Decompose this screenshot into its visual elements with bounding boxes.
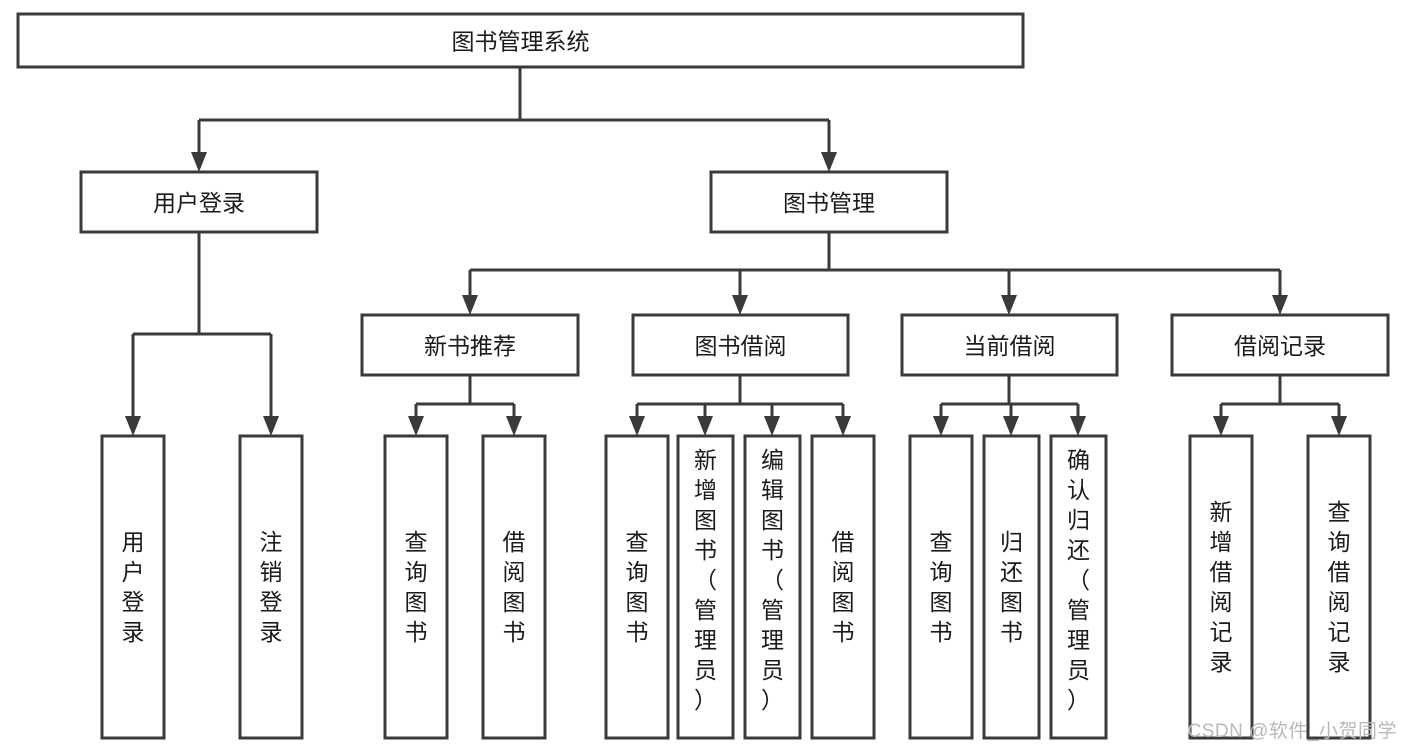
node-label: 查询图书 (626, 529, 649, 645)
node-leaf-add-book-admin[interactable]: 新增图书（管理员） (676, 434, 735, 740)
arrow-head-icon (408, 416, 424, 436)
node-leaf-query-borrow-record[interactable]: 查询借阅记录 (1306, 434, 1372, 740)
connector-current_to_leaves (933, 375, 1086, 436)
node-leaf-borrow-book-rec[interactable]: 借阅图书 (481, 434, 547, 740)
node-label: 用户登录 (153, 190, 245, 216)
node-box (383, 434, 449, 740)
node-leaf-borrow-book[interactable]: 借阅图书 (810, 434, 876, 740)
node-box (238, 434, 304, 740)
node-box (604, 434, 670, 740)
node-new-book-recommend[interactable]: 新书推荐 (360, 313, 580, 377)
node-label: 图书管理 (783, 190, 875, 216)
node-box (1049, 434, 1108, 740)
arrow-head-icon (1070, 416, 1086, 436)
arrow-head-icon (263, 416, 279, 436)
arrow-head-icon (732, 295, 748, 315)
node-box (1170, 313, 1390, 377)
connector-borrow_to_leaves (629, 375, 851, 436)
connector-user_login_to_leaves (125, 232, 279, 436)
node-label: 新增图书（管理员） (694, 447, 717, 713)
node-box (79, 170, 319, 234)
node-leaf-query-book-current[interactable]: 查询图书 (908, 434, 974, 740)
node-label: 新书推荐 (424, 333, 516, 359)
arrow-head-icon (462, 295, 478, 315)
node-label: 借阅图书 (832, 529, 855, 645)
node-label: 用户登录 (122, 529, 145, 645)
arrow-head-icon (1213, 416, 1229, 436)
node-leaf-add-borrow-record[interactable]: 新增借阅记录 (1188, 434, 1254, 740)
node-leaf-user-logout[interactable]: 注销登录 (238, 434, 304, 740)
node-box (900, 313, 1119, 377)
node-box (908, 434, 974, 740)
node-box (1306, 434, 1372, 740)
node-label: 归还图书 (1000, 529, 1023, 645)
node-label: 借阅记录 (1234, 333, 1326, 359)
node-box (481, 434, 547, 740)
node-leaf-query-book-borrow[interactable]: 查询图书 (604, 434, 670, 740)
node-label: 图书借阅 (695, 333, 787, 359)
arrow-head-icon (125, 416, 141, 436)
node-root[interactable]: 图书管理系统 (16, 12, 1025, 69)
node-box (743, 434, 802, 740)
arrow-head-icon (1272, 295, 1288, 315)
node-box (810, 434, 876, 740)
node-box (360, 313, 580, 377)
arrow-head-icon (629, 416, 645, 436)
node-label: 新增借阅记录 (1210, 499, 1233, 675)
arrow-head-icon (191, 152, 207, 172)
arrow-head-icon (506, 416, 522, 436)
arrow-head-icon (1001, 295, 1017, 315)
arrow-head-icon (1331, 416, 1347, 436)
node-leaf-edit-book-admin[interactable]: 编辑图书（管理员） (743, 434, 802, 740)
node-box (982, 434, 1041, 740)
node-user-login[interactable]: 用户登录 (79, 170, 319, 234)
node-label: 查询图书 (405, 529, 428, 645)
connector-record_to_leaves (1213, 375, 1347, 436)
connector-rec_to_leaves (408, 375, 522, 436)
node-label: 查询图书 (930, 529, 953, 645)
node-label: 图书管理系统 (452, 29, 590, 55)
node-label: 注销登录 (260, 529, 283, 645)
node-leaf-user-login[interactable]: 用户登录 (100, 434, 166, 740)
node-box (100, 434, 166, 740)
node-borrow-record[interactable]: 借阅记录 (1170, 313, 1390, 377)
node-label: 编辑图书（管理员） (761, 447, 784, 713)
arrow-head-icon (821, 152, 837, 172)
node-label: 确认归还（管理员） (1067, 447, 1090, 713)
connector-level2_to_level3 (462, 232, 1288, 315)
arrow-head-icon (933, 416, 949, 436)
node-box (16, 12, 1025, 69)
node-book-manage[interactable]: 图书管理 (709, 170, 949, 234)
node-label: 查询借阅记录 (1328, 499, 1351, 675)
node-current-borrow[interactable]: 当前借阅 (900, 313, 1119, 377)
node-label: 借阅图书 (503, 529, 526, 645)
arrow-head-icon (835, 416, 851, 436)
node-label: 当前借阅 (964, 333, 1056, 359)
node-leaf-query-book-rec[interactable]: 查询图书 (383, 434, 449, 740)
arrow-head-icon (764, 416, 780, 436)
node-box (1188, 434, 1254, 740)
node-layer: 图书管理系统用户登录图书管理新书推荐图书借阅当前借阅借阅记录用户登录注销登录查询… (16, 12, 1390, 740)
node-box (631, 313, 850, 377)
node-box (709, 170, 949, 234)
arrow-head-icon (1003, 416, 1019, 436)
node-box (676, 434, 735, 740)
connector-layer (125, 67, 1347, 436)
connector-root_to_level2 (191, 67, 837, 172)
arrow-head-icon (697, 416, 713, 436)
node-leaf-confirm-return-admin[interactable]: 确认归还（管理员） (1049, 434, 1108, 740)
node-book-borrow[interactable]: 图书借阅 (631, 313, 850, 377)
node-leaf-return-book[interactable]: 归还图书 (982, 434, 1041, 740)
